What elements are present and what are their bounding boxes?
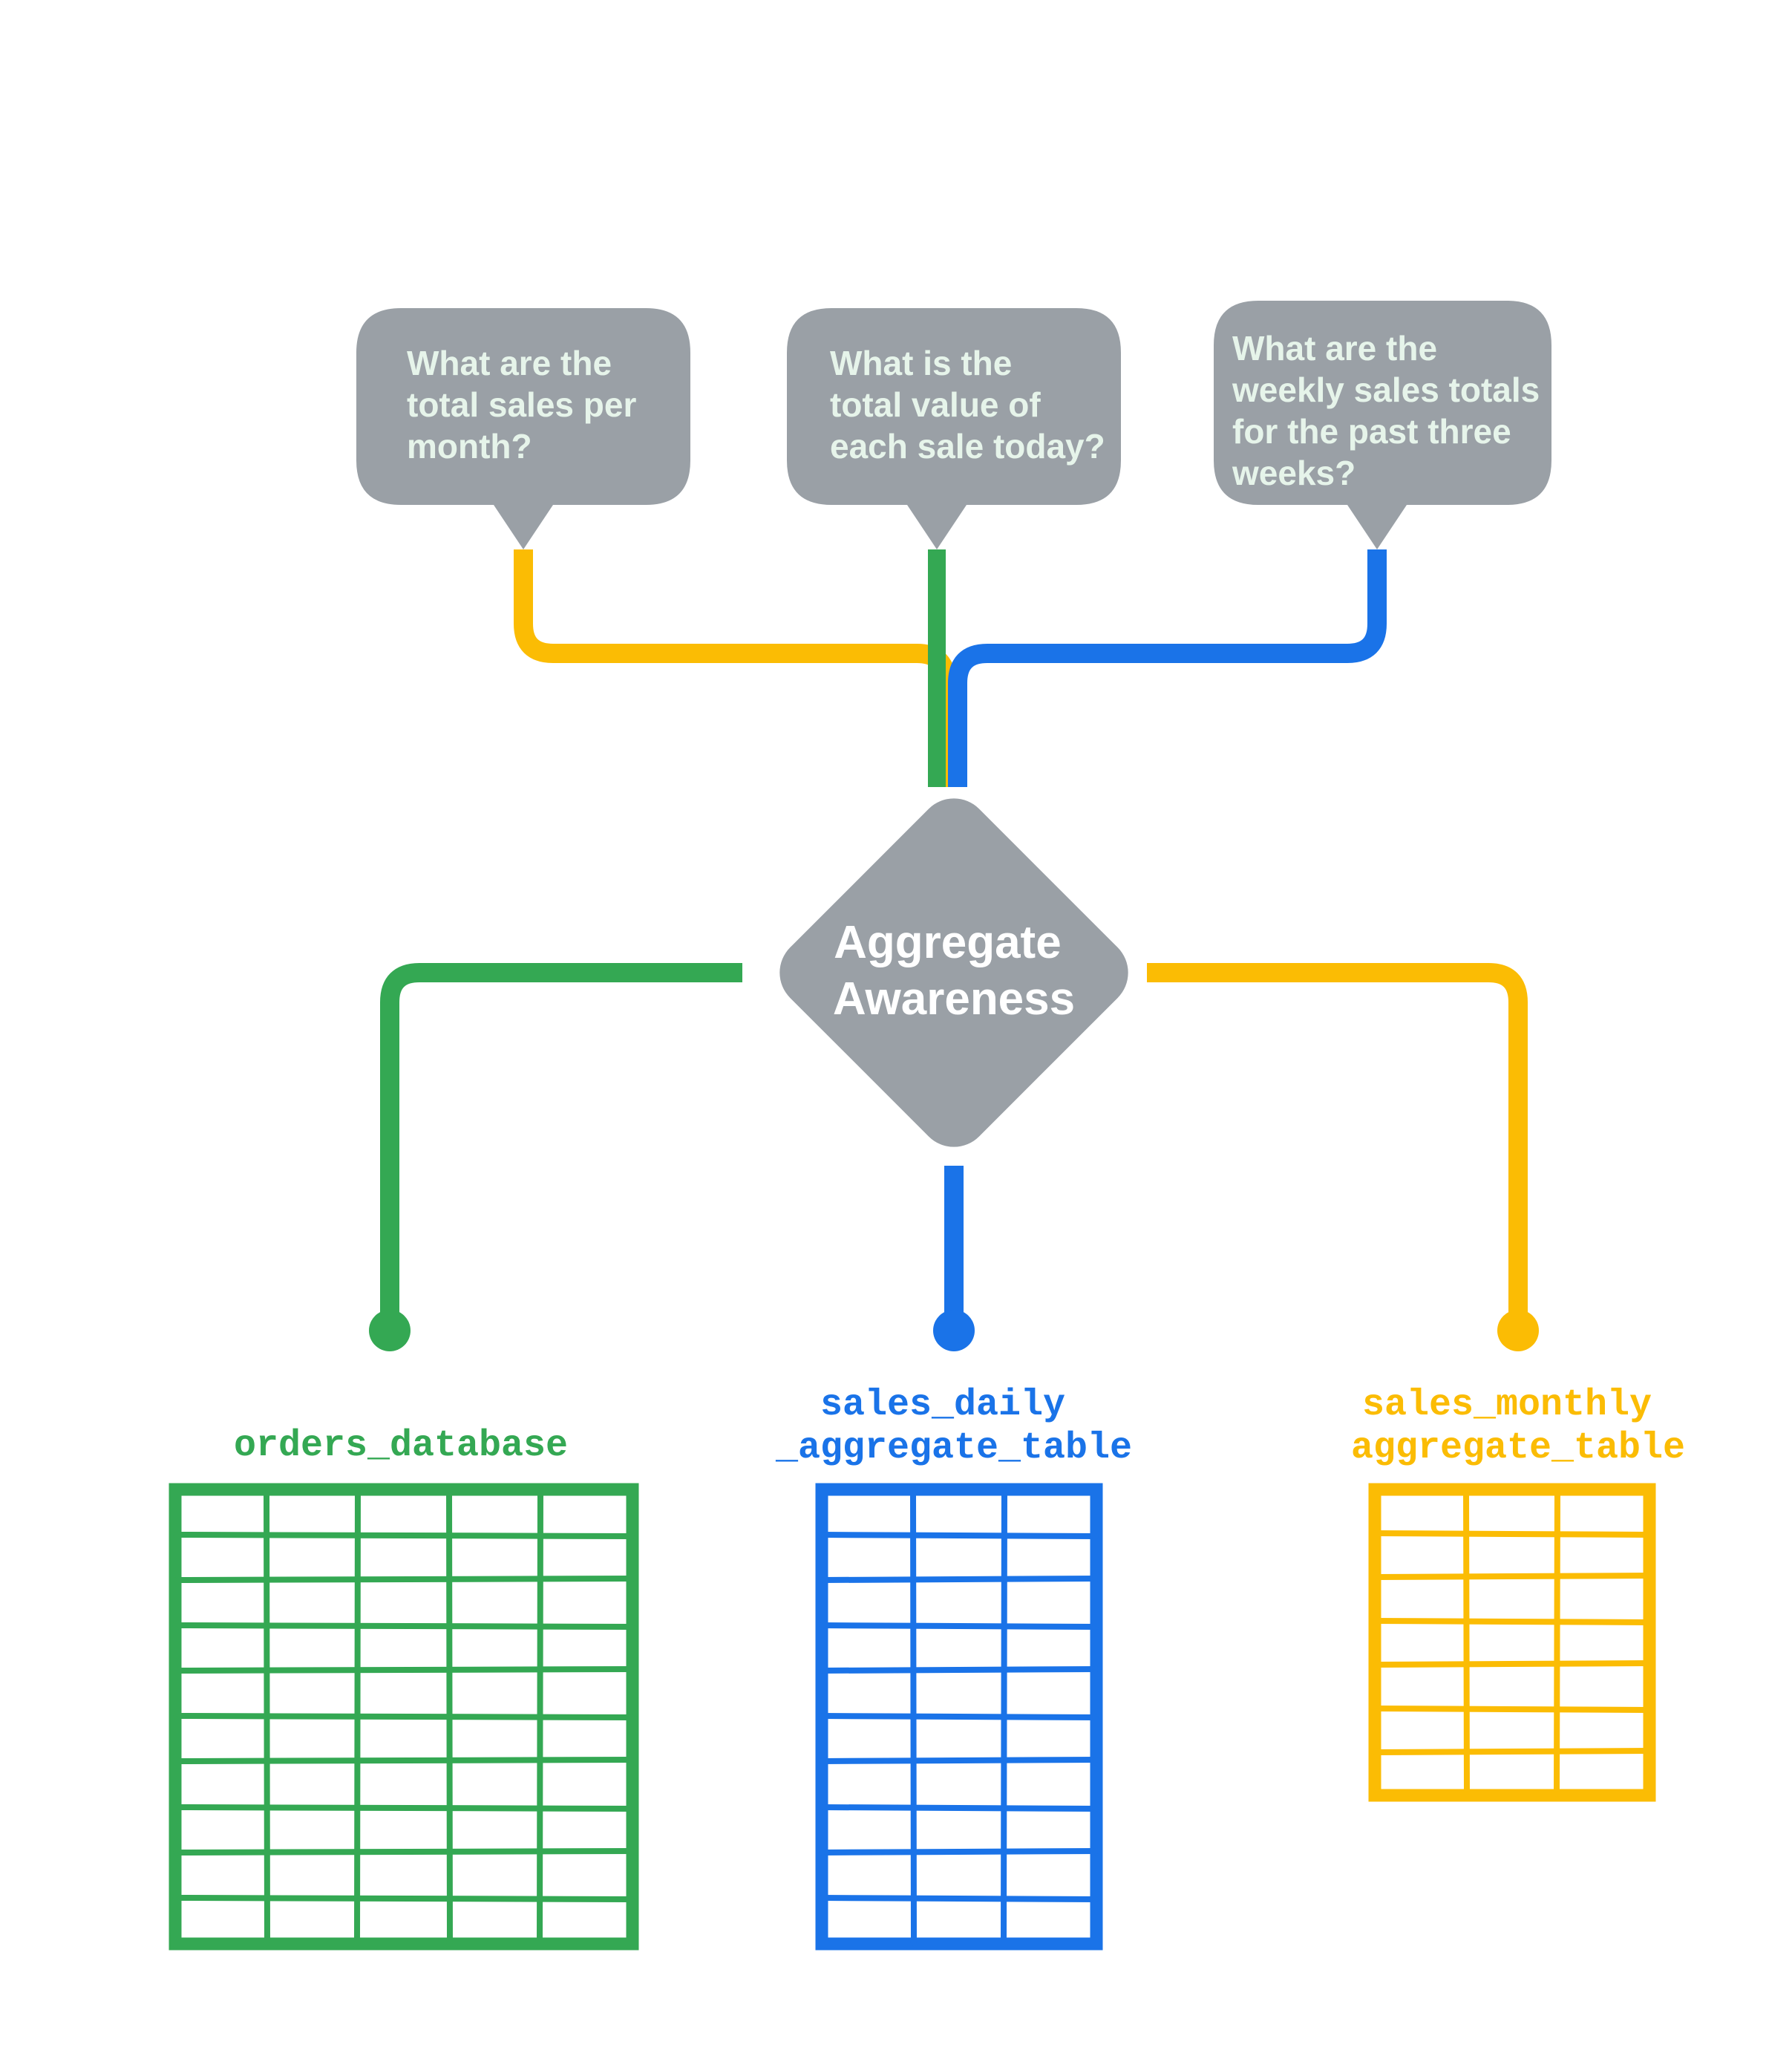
table-grid-sales-daily: [815, 1483, 1103, 1951]
table-label-sales-monthly: sales_monthly aggregate_table: [1351, 1384, 1685, 1469]
diamond-shape: [779, 798, 1128, 1147]
endpoint-dot-orders-database: [369, 1310, 411, 1351]
connector-layer: [369, 549, 1539, 1351]
bubble-shape: [356, 308, 690, 549]
connector-center-to-sales-monthly: [1147, 963, 1528, 1318]
endpoint-dot-sales-daily: [933, 1310, 975, 1351]
connector-question-monthly-to-center: [514, 549, 956, 787]
bubble-label-question-monthly: What are the total sales per month?: [407, 344, 646, 466]
table-label-sales-daily: sales_daily _aggregate_table: [775, 1384, 1132, 1469]
table-grid-orders-database: [169, 1483, 639, 1951]
bubble-label-question-weekly: What are the weekly sales totals for the…: [1232, 329, 1549, 492]
center-node-label: Aggregate Awareness: [833, 917, 1075, 1025]
connector-question-weekly-to-center: [948, 549, 1387, 787]
data-source-sales-daily-aggregate-table[interactable]: sales_daily _aggregate_table: [775, 1384, 1132, 1951]
bubble-label-question-daily: What is the total value of each sale tod…: [830, 344, 1105, 466]
connector-center-to-orders-database: [380, 963, 742, 1318]
speech-bubble-question-weekly[interactable]: What are the weekly sales totals for the…: [1214, 301, 1551, 549]
data-source-orders-database[interactable]: orders_database: [169, 1425, 639, 1951]
speech-bubble-question-daily[interactable]: What is the total value of each sale tod…: [787, 308, 1121, 549]
bubble-shape: [787, 308, 1121, 549]
data-source-sales-monthly-aggregate-table[interactable]: sales_monthly aggregate_table: [1351, 1384, 1685, 1802]
table-label-orders-database: orders_database: [234, 1425, 568, 1467]
center-node-aggregate-awareness[interactable]: Aggregate Awareness: [765, 783, 1142, 1161]
table-grid-sales-monthly: [1368, 1483, 1656, 1802]
endpoint-dot-sales-monthly: [1497, 1310, 1539, 1351]
bubble-shape: [1214, 301, 1551, 549]
speech-bubble-question-monthly[interactable]: What are the total sales per month?: [356, 308, 690, 549]
